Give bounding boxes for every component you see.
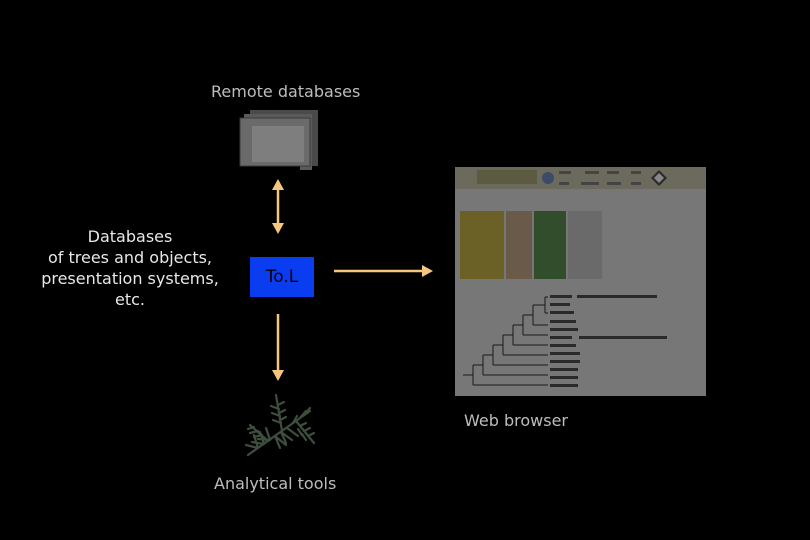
analytical-tools-label: Analytical tools xyxy=(214,474,336,493)
phylogeny-tree xyxy=(455,287,706,396)
beetle-photo-3 xyxy=(534,211,566,279)
beetle-photo-1 xyxy=(460,211,504,279)
beetle-photo-4 xyxy=(568,211,602,279)
tree-branch-icon xyxy=(240,385,320,465)
beetle-photo-2 xyxy=(506,211,532,279)
upper-arrow-head-down xyxy=(272,223,284,234)
upper-arrow-head-up xyxy=(272,179,284,190)
tree-of-life-logo xyxy=(477,170,537,184)
web-page-screenshot xyxy=(455,167,706,396)
browser-header xyxy=(455,167,706,189)
horizontal-arrow-head xyxy=(422,265,433,277)
diamond-icon xyxy=(651,170,667,186)
lower-arrow-head-down xyxy=(272,370,284,381)
globe-icon xyxy=(541,171,555,185)
web-browser-label: Web browser xyxy=(464,411,568,430)
